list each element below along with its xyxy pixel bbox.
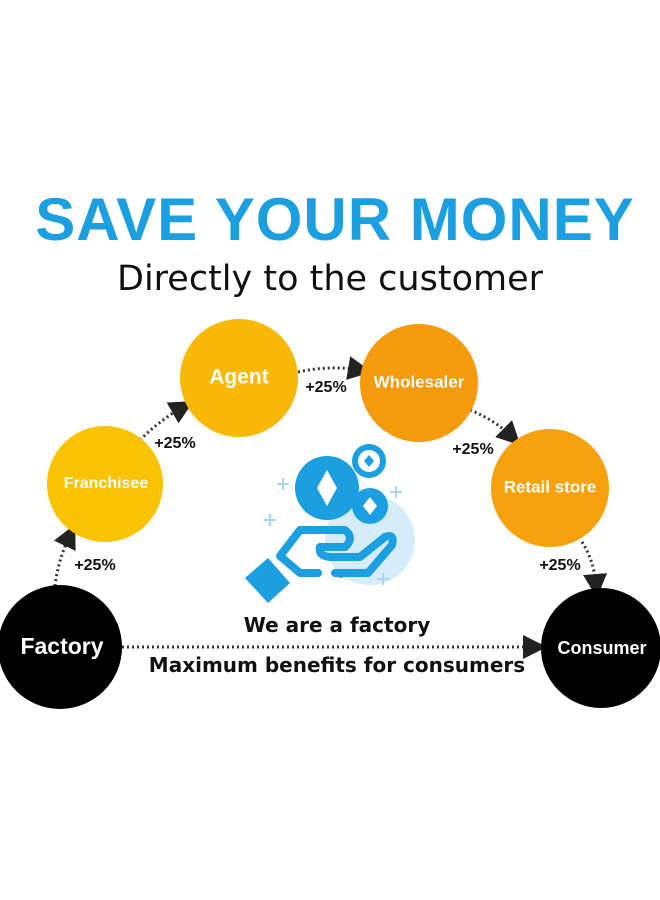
hand-holding-coins-icon <box>245 444 415 603</box>
node-consumer: Consumer <box>541 588 660 708</box>
node-wholesaler: Wholesaler <box>360 324 478 442</box>
markup-label: +25% <box>154 435 195 452</box>
node-franchisee: Franchisee <box>47 426 163 542</box>
arrow-retail-consumer <box>580 541 608 598</box>
benefits-statement: Maximum benefits for consumers <box>149 653 525 677</box>
markup-label: +25% <box>452 441 493 458</box>
arrow-wholesaler-retail <box>469 408 521 446</box>
page-subtitle: Directly to the customer <box>117 259 544 299</box>
markup-label: +25% <box>539 557 580 574</box>
svg-text:Consumer: Consumer <box>557 638 646 658</box>
factory-statement: We are a factory <box>244 613 430 637</box>
arrow-factory-franchisee <box>53 524 76 587</box>
node-retail-store: Retail store <box>491 429 609 547</box>
node-agent: Agent <box>180 319 298 437</box>
svg-text:Factory: Factory <box>20 633 103 659</box>
page-title: SAVE YOUR MONEY <box>35 186 635 253</box>
arrow-agent-wholesaler <box>297 356 372 380</box>
svg-text:Wholesaler: Wholesaler <box>374 372 465 391</box>
svg-text:Retail store: Retail store <box>504 477 597 496</box>
markup-label: +25% <box>74 557 115 574</box>
node-factory: Factory <box>0 585 122 709</box>
markup-label: +25% <box>305 379 346 396</box>
svg-text:Agent: Agent <box>209 366 269 389</box>
svg-text:Franchisee: Franchisee <box>64 475 149 492</box>
